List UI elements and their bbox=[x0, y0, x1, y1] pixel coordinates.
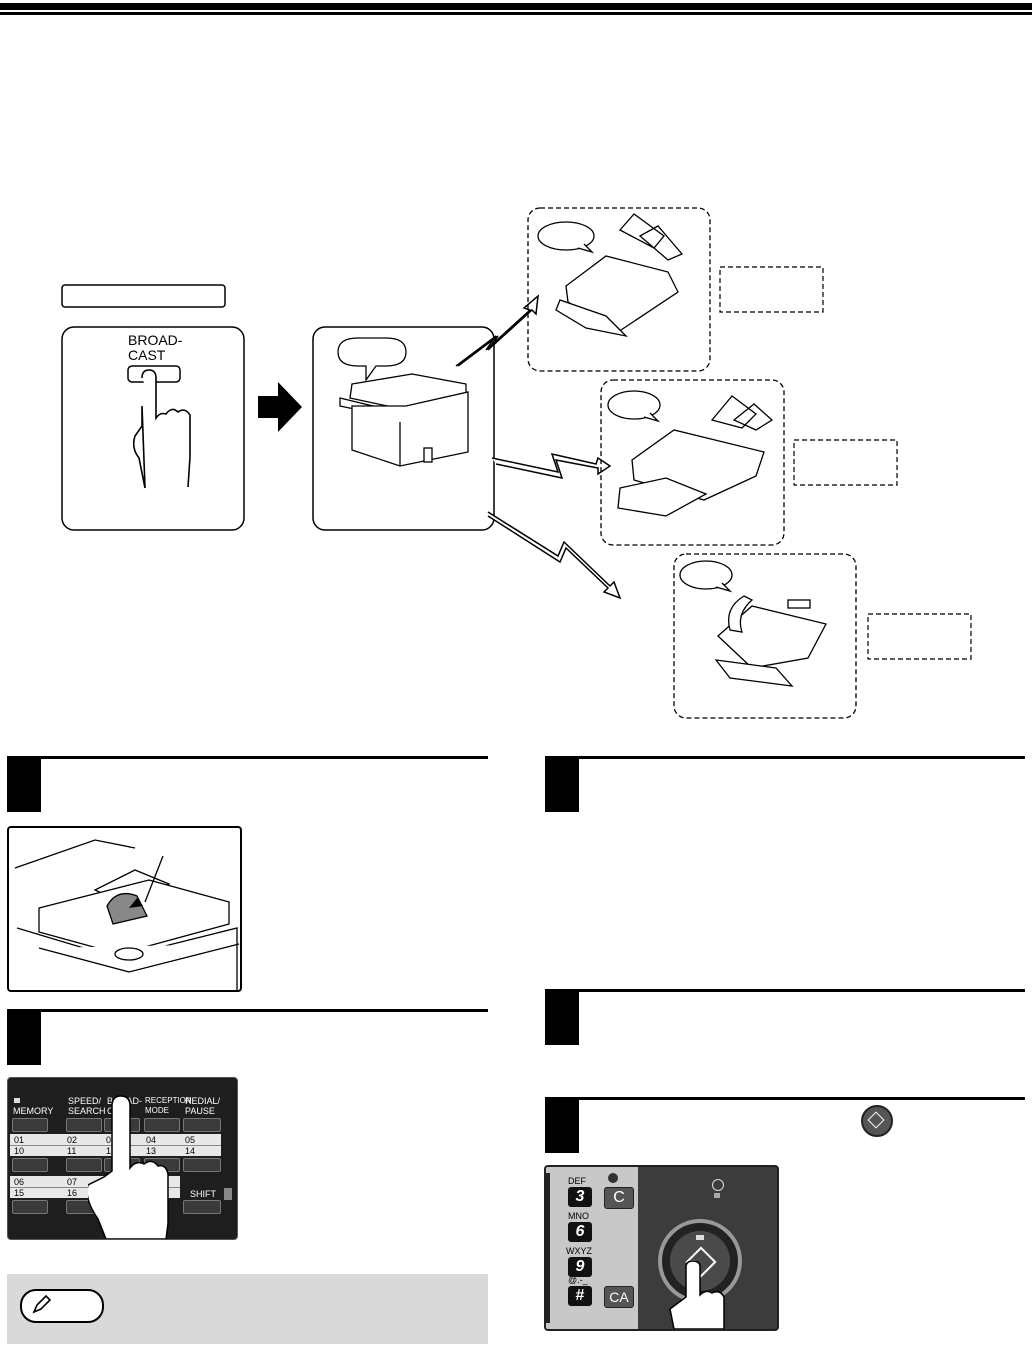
fax-machine-icon-2 bbox=[617, 395, 774, 517]
right-arrow-icon bbox=[258, 382, 302, 432]
speed-dial-label: 11 bbox=[67, 1146, 77, 1156]
phone-fax-icon bbox=[714, 595, 827, 687]
pressing-finger-icon bbox=[669, 1261, 725, 1329]
speed-dial-label: 04 bbox=[146, 1135, 157, 1145]
clear-key[interactable]: C bbox=[604, 1187, 634, 1209]
transmission-bolt-2 bbox=[491, 452, 612, 480]
redial-pause-key[interactable] bbox=[183, 1118, 221, 1132]
start-key-inline-icon bbox=[861, 1105, 893, 1137]
side-indicator bbox=[224, 1188, 232, 1200]
step-3-number-block bbox=[545, 756, 579, 812]
label-box-empty bbox=[61, 284, 226, 308]
note-badge bbox=[20, 1289, 104, 1323]
reception-mode-key[interactable] bbox=[144, 1118, 180, 1132]
speed-dial-label: 12 bbox=[106, 1146, 117, 1156]
step-2-rule bbox=[7, 1009, 488, 1012]
step-3-rule bbox=[545, 756, 1025, 759]
broadcast-diagram: BROAD- CAST bbox=[61, 207, 972, 719]
key-label-reception-mode: RECEPTION MODE bbox=[145, 1096, 192, 1115]
header-rule-thick bbox=[0, 3, 1032, 10]
step-1-number-block bbox=[7, 756, 41, 812]
destination-panel-2 bbox=[600, 379, 785, 546]
speed-dial-key[interactable] bbox=[183, 1158, 221, 1172]
memory-key[interactable] bbox=[12, 1118, 48, 1132]
start-indicator bbox=[696, 1235, 704, 1240]
step-2-number-block bbox=[7, 1009, 41, 1065]
clear-indicator-icon bbox=[608, 1173, 618, 1183]
memory-indicator-icon bbox=[14, 1098, 20, 1103]
key-label-redial-pause: REDIAL/ PAUSE bbox=[185, 1096, 221, 1116]
transmission-bolt-1 bbox=[455, 294, 539, 367]
speed-dial-label: 07 bbox=[67, 1177, 78, 1187]
speed-dial-label: 14 bbox=[185, 1146, 196, 1156]
keypad-panel: DEF 3 C MNO 6 WXYZ 9 @.-_ # CA bbox=[544, 1165, 779, 1331]
speed-dial-label: 05 bbox=[185, 1135, 196, 1145]
speed-dial-label: 10 bbox=[14, 1146, 25, 1156]
speed-dial-label: 06 bbox=[14, 1177, 25, 1187]
speed-dial-key[interactable] bbox=[66, 1158, 102, 1172]
fax-machine-icon-1 bbox=[555, 213, 684, 338]
destination-label-box-2 bbox=[793, 439, 898, 486]
destination-label-box-3 bbox=[867, 613, 972, 660]
transmission-bolt-3 bbox=[487, 511, 622, 600]
key-letters-wxyz: WXYZ bbox=[566, 1246, 592, 1256]
shift-key[interactable] bbox=[183, 1200, 221, 1214]
speed-dial-key[interactable] bbox=[12, 1200, 48, 1214]
speed-dial-key[interactable] bbox=[12, 1158, 48, 1172]
speed-dial-panel: MEMORY SPEED/ SEARCH BROAD- CAST RECEPTI… bbox=[7, 1077, 238, 1240]
broadcast-key-text-line2: CAST bbox=[128, 347, 166, 363]
pointing-hand-icon bbox=[132, 369, 191, 489]
key-label-speed-search: SPEED/ SEARCH bbox=[68, 1096, 106, 1116]
copier-machine-icon bbox=[339, 373, 469, 467]
key-6[interactable]: 6 bbox=[568, 1222, 592, 1242]
load-document-illustration bbox=[14, 839, 240, 990]
note-box bbox=[7, 1274, 488, 1344]
step-4-rule bbox=[545, 989, 1025, 992]
step-1-illustration bbox=[7, 826, 242, 992]
step-5-rule bbox=[545, 1097, 1025, 1100]
keypad-edge bbox=[546, 1173, 550, 1323]
key-hash[interactable]: # bbox=[568, 1286, 592, 1306]
key-letters-mno: MNO bbox=[568, 1211, 589, 1221]
step-1-rule bbox=[7, 756, 488, 759]
speech-bubble-icon bbox=[337, 337, 407, 383]
speed-search-key[interactable] bbox=[66, 1118, 102, 1132]
destination-label-box-1 bbox=[719, 266, 824, 313]
speed-dial-label: 01 bbox=[14, 1135, 25, 1145]
key-label-memory: MEMORY bbox=[13, 1106, 54, 1116]
broadcast-key-panel bbox=[61, 326, 245, 531]
key-3[interactable]: 3 bbox=[568, 1187, 592, 1207]
shift-label: SHIFT bbox=[190, 1189, 216, 1199]
speed-dial-label: 15 bbox=[14, 1188, 25, 1198]
clear-all-key[interactable]: CA bbox=[604, 1286, 634, 1308]
step-4-number-block bbox=[545, 989, 579, 1045]
destination-panel-1 bbox=[527, 207, 711, 372]
pressing-hand-icon bbox=[88, 1095, 169, 1239]
speed-dial-label: 13 bbox=[146, 1146, 157, 1156]
speed-dial-label: 03 bbox=[106, 1135, 117, 1145]
status-light bbox=[714, 1193, 720, 1198]
header-rule-thin bbox=[0, 12, 1032, 15]
power-save-icon bbox=[712, 1179, 724, 1191]
pencil-icon bbox=[32, 1295, 51, 1314]
speed-dial-label: 02 bbox=[67, 1135, 78, 1145]
speed-dial-label: 16 bbox=[67, 1188, 78, 1198]
key-9[interactable]: 9 bbox=[568, 1257, 592, 1277]
key-letters-symbols: @.-_ bbox=[568, 1275, 588, 1285]
broadcast-key-text-line1: BROAD- bbox=[128, 332, 183, 348]
step-5-number-block bbox=[545, 1097, 579, 1153]
key-letters-def: DEF bbox=[568, 1176, 586, 1186]
